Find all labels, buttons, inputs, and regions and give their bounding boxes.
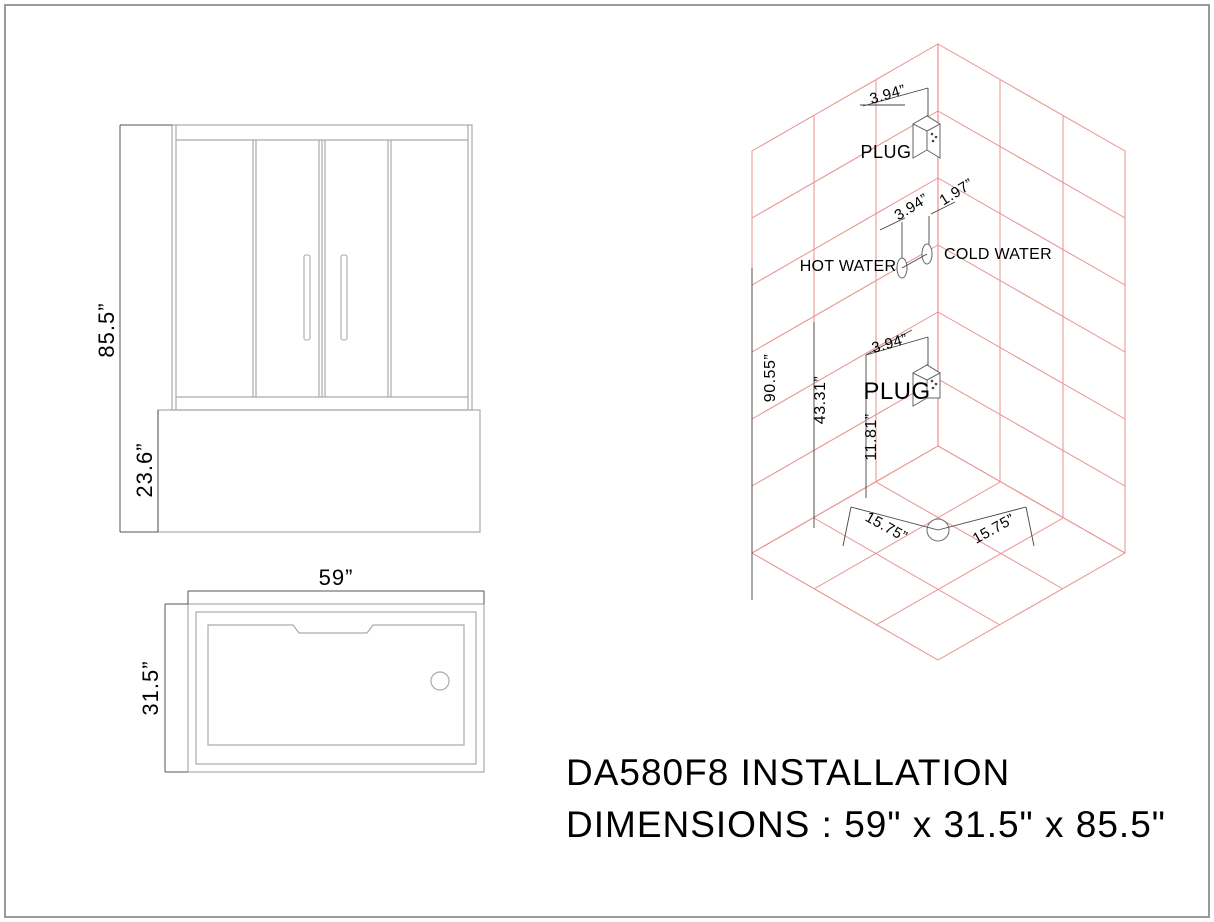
lw-h2 [751,177,939,286]
plan-inner-rim [195,611,477,765]
label-plug-upper: PLUG [860,142,911,162]
rw-h3 [937,244,1126,353]
dim-label-wall-height: 90.55” [762,354,779,402]
dimline-394-hot [879,217,906,231]
plan-view-group [187,603,485,773]
fl-a1 [875,481,1064,590]
dim-label-plan-width: 59” [319,565,354,590]
plug-upper-socket-2 [934,135,938,139]
plug-upper-socket-3 [931,139,935,143]
plug-lower-top [911,364,942,381]
dimline-1575-right [937,506,1027,531]
plan-drain-hole [430,671,450,691]
label-hot-water: HOT WATER [800,258,897,275]
dim-label-overall-height: 85.5” [94,302,119,357]
plug-outlet-lower [911,364,942,407]
plug-lower-socket-3 [931,386,935,390]
plug-upper-socket-1 [930,132,934,136]
stub-connect [901,253,928,269]
dim-overall-height [119,124,172,533]
lw-h3 [751,244,939,353]
plan-outer-rim [187,603,485,773]
title-line-product: DA580F8 INSTALLATION [566,752,1010,793]
floor-drain [926,518,950,542]
rw-h1 [937,110,1126,219]
plug-upper-leader [860,87,929,116]
title-line-dimensions: DIMENSIONS : 59" x 31.5" x 85.5" [566,804,1166,845]
floor-dims-group [842,506,1035,547]
plug-lower-socket-1 [930,379,934,383]
tub-base-group [157,409,481,533]
dim-label-plug-upper-offset: 3.94” [868,81,908,107]
dim-label-plan-depth: 31.5” [138,660,163,715]
floor-outline [750,445,1127,661]
label-plug-lower: PLUG [863,378,930,405]
dim-plan-width [187,590,485,604]
dim-plan-depth [164,603,188,773]
dim-label-drain-right: 15.75” [970,511,1018,548]
dim-label-plug-lower-height: 11.81” [863,413,880,460]
dimline-197-cold [930,201,956,215]
tub-base-outline [157,409,481,533]
dim-1575-left-tick [842,506,852,547]
dim-label-hot-water-offset: 3.94” [892,190,932,224]
lw-h5 [751,378,939,487]
lw-h1 [751,110,939,219]
dim-1181-top-ext [865,329,913,356]
rw-h2 [937,177,1126,286]
fl-b1 [813,481,1001,590]
dimline-1575-left [850,506,939,531]
plug-lower-leader [813,322,929,528]
sheet-border [4,4,1210,918]
label-cold-water: COLD WATER [944,246,1052,263]
plug-lower-socket-2 [934,382,938,386]
plug-upper-top [911,115,942,132]
rw-h5 [937,378,1126,487]
plan-basin-outline [207,624,465,746]
plug-outlet-upper [911,115,942,159]
door-handles-group [303,254,348,341]
handle-right[interactable] [340,254,348,341]
rw-h4 [937,311,1126,420]
dim-label-valve-height: 43.31” [812,376,829,424]
front-elevation-group [171,124,473,411]
dim-label-tub-height: 23.6” [132,442,157,497]
dimline-394-lower [865,336,929,356]
dim-1575-right-tick [1025,506,1035,547]
water-stubs-leaders [751,201,956,600]
dimline-394-upper [862,87,929,107]
dim-label-drain-left: 15.75” [862,509,910,546]
lw-h4 [751,311,939,420]
handle-left[interactable] [303,254,311,341]
